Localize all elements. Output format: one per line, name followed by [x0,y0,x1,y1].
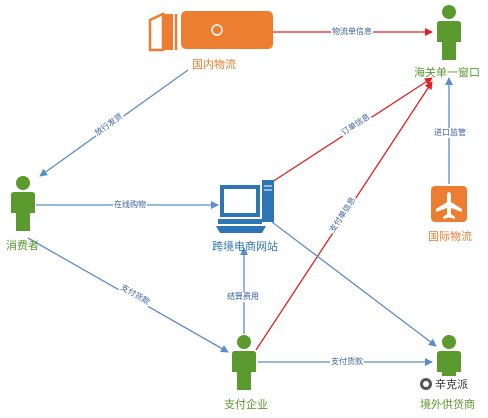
consumer-label: 消费者 [6,239,39,252]
airplane-icon [431,186,467,222]
customs-label: 海关单一窗口 [414,66,480,79]
consumer-person-icon [11,176,35,231]
settle-fee-label: 结算费用 [226,292,260,302]
supplier-label: 境外供货商 [420,398,475,411]
truck-icon [148,11,273,52]
online-shopping-label: 在线购物 [113,200,147,210]
website-label: 跨境电商网站 [212,240,278,253]
wechat-icon [420,378,432,390]
logistics-doc-label: 物流单信息 [331,27,373,37]
domestic-logistics-label: 国内物流 [192,58,236,71]
computer-icon [216,180,274,233]
payment-person-icon [232,335,256,390]
watermark: 辛克派 [418,376,470,392]
watermark-text: 辛克派 [435,378,468,391]
edge-website-to-supplier [271,221,437,347]
payment-label: 支付企业 [224,398,268,411]
pay-goods-2-label: 支付货款 [330,357,364,367]
customs-person-icon [437,5,461,60]
intl-logistics-label: 国际物流 [428,230,472,243]
import-supervision-label: 进口监管 [433,128,467,138]
